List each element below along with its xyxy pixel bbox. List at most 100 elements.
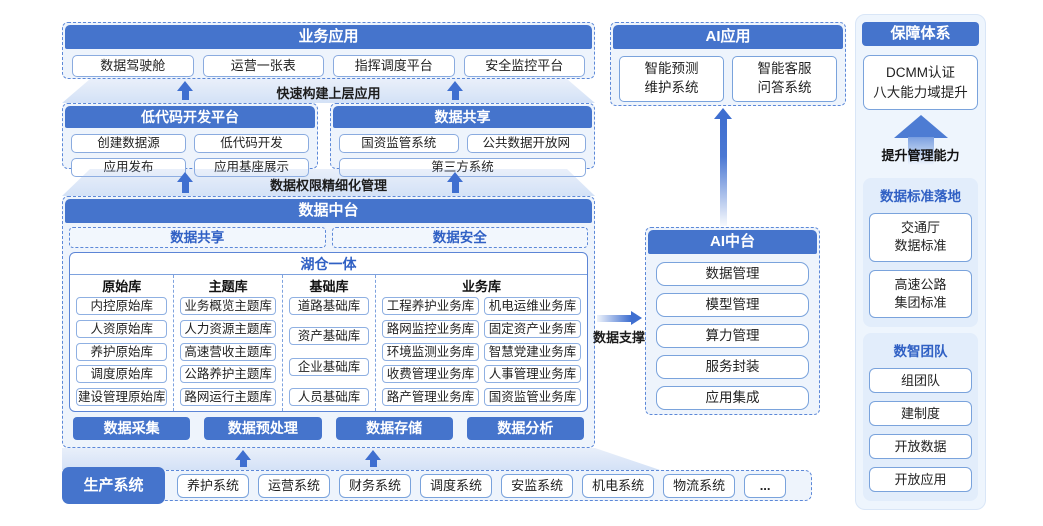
production-system: 物流系统 [663,473,736,498]
process-button: 数据预处理 [204,417,322,440]
up-arrow-icon [177,172,193,193]
connector-label-build-apps: 快速构建上层应用 [276,86,381,101]
lakehouse-item: 机电运维业务库 [483,297,581,315]
production-system: 养护系统 [177,473,250,498]
up-arrow-icon [365,450,381,467]
business-app-item: 数据驾驶舱 [72,55,194,77]
production-system: 调度系统 [420,473,493,498]
production-system-more: ... [744,473,787,498]
lakehouse-column-theme: 主题库 业务概览主题库 人力资源主题库 高速营收主题库 公路养护主题库 路网运行… [173,275,282,411]
lakehouse-item: 道路基础库 [288,297,369,315]
lakehouse-item: 公路养护主题库 [180,365,276,384]
improve-arrow-label: 提升管理能力 [881,148,960,164]
production-system: 安监系统 [501,473,574,498]
standards-item: 高速公路 集团标准 [869,269,972,318]
ai-platform-item: 算力管理 [656,324,809,348]
lakehouse-title: 湖仓一体 [70,253,587,275]
right-arrow-icon [592,311,646,325]
lakehouse-item: 养护原始库 [76,342,168,361]
ai-app-item: 智能客服 问答系统 [732,56,837,102]
improve-arrow: 提升管理能力 [856,115,985,172]
lakehouse-item: 智慧党建业务库 [483,342,581,361]
up-arrow-icon [235,450,251,467]
up-arrow-icon [447,172,463,193]
production-system: 机电系统 [582,473,655,498]
lakehouse-item: 收费管理业务库 [382,365,479,384]
assurance-panel: 保障体系 DCMM认证 八大能力域提升 提升管理能力 数据标准落地 交通厅 数据… [855,14,986,510]
production-systems-box: 养护系统 运营系统 财务系统 调度系统 安监系统 机电系统 物流系统 ... [64,470,812,501]
team-item: 建制度 [869,400,972,426]
lakehouse-item: 调度原始库 [76,365,168,384]
production-label: 生产系统 [62,467,165,504]
datashare-item: 国资监管系统 [339,134,459,153]
lakehouse-item: 人员基础库 [288,387,369,406]
lakehouse-item: 国资监管业务库 [483,388,581,406]
ai-app-title: AI应用 [613,25,843,49]
process-button: 数据采集 [73,417,191,440]
datashare-item: 公共数据开放网 [466,134,586,153]
ai-platform-title: AI中台 [648,230,817,254]
standards-title: 数据标准落地 [880,189,961,205]
team-title: 数智团队 [893,343,948,359]
lowcode-title: 低代码开发平台 [65,106,315,128]
up-arrow-icon [447,81,463,100]
lakehouse-item: 人事管理业务库 [483,365,581,384]
team-item: 组团队 [869,367,972,393]
connector-funnel [62,448,660,470]
up-arrow-icon [177,81,193,100]
column-header: 主题库 [208,279,248,294]
lowcode-item: 创建数据源 [71,134,186,153]
process-button: 数据存储 [335,417,453,440]
data-platform-subheader: 数据安全 [331,227,588,248]
lakehouse-item: 固定资产业务库 [483,319,581,338]
column-header: 原始库 [102,279,142,294]
lakehouse-item: 资产基础库 [288,327,369,346]
up-arrow-icon [893,115,948,139]
lakehouse-item: 人力资源主题库 [180,319,276,338]
connector-label-permissions: 数据权限精细化管理 [269,178,387,193]
team-panel: 数智团队 组团队 建制度 开放数据 开放应用 [863,332,978,501]
lakehouse-item: 高速营收主题库 [180,342,276,361]
column-header: 基础库 [309,279,349,294]
ai-platform-item: 模型管理 [656,293,809,317]
business-app-item: 指挥调度平台 [333,55,455,77]
process-button: 数据分析 [466,417,584,440]
lakehouse-item: 建设管理原始库 [76,388,168,406]
lakehouse-item: 环境监测业务库 [382,342,479,361]
lowcode-item: 低代码开发 [194,134,309,153]
lakehouse-item: 内控原始库 [76,297,168,315]
lakehouse-item: 工程养护业务库 [382,297,479,315]
team-item: 开放应用 [869,466,972,492]
lakehouse-column-base: 基础库 道路基础库 资产基础库 企业基础库 人员基础库 [281,275,375,411]
lakehouse-item: 企业基础库 [288,357,369,376]
ai-platform-item: 数据管理 [656,262,809,286]
lakehouse-item: 路网运行主题库 [180,388,276,406]
data-platform-subheader: 数据共享 [69,227,326,248]
lakehouse-item: 人资原始库 [76,319,168,338]
datashare-box: 数据共享 国资监管系统 公共数据开放网 第三方系统 [330,103,595,177]
ai-app-box: AI应用 智能预测 维护系统 智能客服 问答系统 [610,22,846,106]
lakehouse-item: 业务概览主题库 [180,297,276,315]
lakehouse-item: 路网监控业务库 [382,319,479,338]
production-system: 运营系统 [258,473,331,498]
ai-app-item: 智能预测 维护系统 [619,56,724,102]
business-app-box: 业务应用 数据驾驶舱 运营一张表 指挥调度平台 安全监控平台 [62,22,595,79]
data-platform-title: 数据中台 [65,199,592,223]
ai-platform-item: 应用集成 [656,386,809,410]
data-support-label: 数据支撑 [592,330,645,345]
assurance-title: 保障体系 [862,22,979,46]
business-app-item: 安全监控平台 [463,55,585,77]
datashare-title: 数据共享 [333,106,592,128]
lakehouse-column-raw: 原始库 内控原始库 人资原始库 养护原始库 调度原始库 建设管理原始库 [70,275,173,411]
data-platform-box: 数据中台 数据共享 数据安全 湖仓一体 原始库 内控原始库 人资原始库 养护原始… [62,196,595,448]
dcmm-box: DCMM认证 八大能力域提升 [863,55,978,111]
business-app-title: 业务应用 [65,25,592,49]
connector-funnel [62,79,595,103]
connector-funnel [62,169,595,196]
up-arrow-icon [714,108,732,226]
business-app-item: 运营一张表 [202,55,324,77]
data-support-arrow: 数据支撑 [592,311,646,345]
lakehouse-box: 湖仓一体 原始库 内控原始库 人资原始库 养护原始库 调度原始库 建设管理原始库… [69,252,588,412]
standards-panel: 数据标准落地 交通厅 数据标准 高速公路 集团标准 [863,178,978,327]
